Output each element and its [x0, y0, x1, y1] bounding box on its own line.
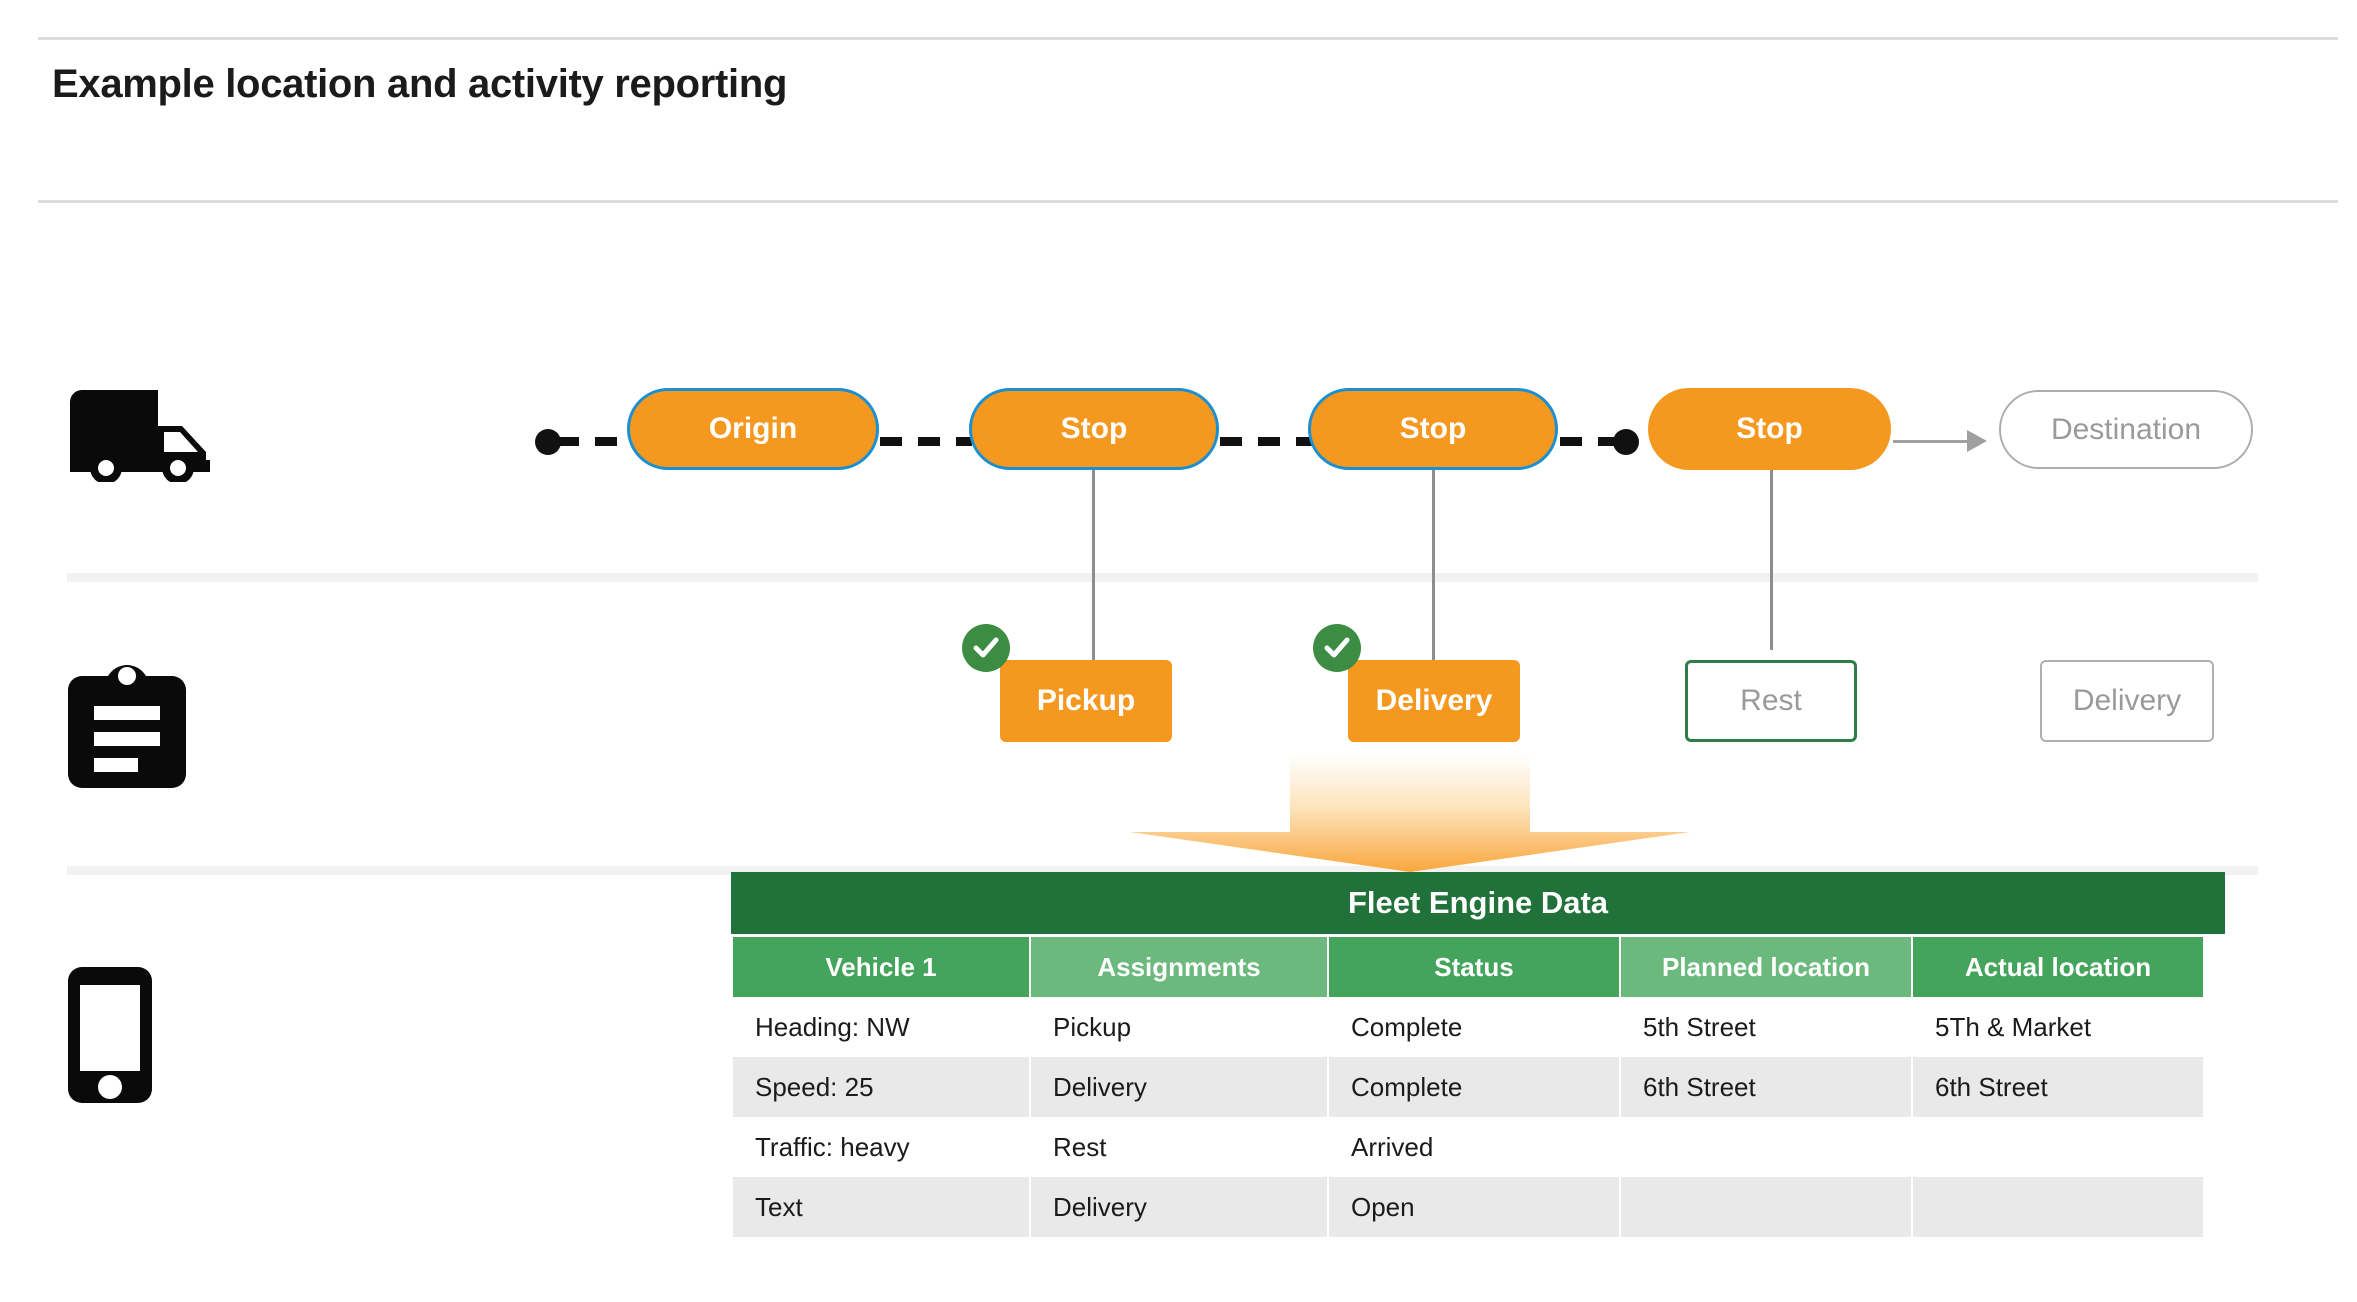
route-stop-label: Origin — [708, 412, 798, 445]
cell-assignment: Delivery — [1031, 1177, 1327, 1237]
cell-planned-location: 6th Street — [1621, 1057, 1911, 1117]
cell-vehicle: Heading: NW — [755, 1011, 910, 1042]
column-header-actual-location[interactable]: Actual location — [1913, 937, 2203, 997]
row-divider-activity-device — [67, 866, 2258, 875]
fleet-engine-data-table: Fleet Engine Data Vehicle 1 Assignments … — [731, 872, 2225, 1237]
activity-card-label: Pickup — [1036, 684, 1136, 717]
page-title: Example location and activity reporting — [52, 62, 788, 106]
activity-card-label: Delivery — [2072, 684, 2182, 717]
cell-vehicle: Traffic: heavy — [755, 1131, 910, 1162]
cell-assignment: Pickup — [1053, 1011, 1132, 1042]
cell-planned-location: 5th Street — [1643, 1011, 1756, 1042]
column-header-assignments[interactable]: Assignments — [1031, 937, 1327, 997]
table-row[interactable]: Speed: 25 Delivery Complete 6th Street 6… — [733, 1057, 2203, 1117]
cell-planned-location — [1621, 1177, 1911, 1237]
activity-card-pickup[interactable]: Pickup — [1000, 660, 1172, 742]
route-dash-segment — [557, 437, 631, 446]
truck-icon — [66, 390, 214, 487]
route-stop-1[interactable]: Stop — [969, 388, 1219, 470]
table-row[interactable]: Heading: NW Pickup Complete 5th Street 5… — [733, 997, 2203, 1057]
funnel-arrow-icon — [1130, 754, 1690, 872]
table-row[interactable]: Text Delivery Open — [733, 1177, 2203, 1237]
cell-actual-location: 5Th & Market — [1935, 1011, 2092, 1042]
connector-line — [1770, 470, 1773, 650]
route-stop-label: Stop — [1736, 412, 1803, 445]
route-stop-destination[interactable]: Destination — [1999, 390, 2253, 469]
table-header-row: Vehicle 1 Assignments Status Planned loc… — [733, 937, 2203, 997]
route-waypoint-dot — [1613, 429, 1639, 455]
route-dash-segment — [1560, 437, 1620, 446]
cell-assignment: Delivery — [1031, 1057, 1327, 1117]
route-stop-2[interactable]: Stop — [1308, 388, 1558, 470]
cell-planned-location — [1621, 1117, 1911, 1177]
check-circle-icon — [962, 624, 1010, 672]
cell-assignment: Rest — [1053, 1131, 1107, 1162]
activity-card-rest[interactable]: Rest — [1685, 660, 1857, 742]
cell-actual-location — [1913, 1117, 2203, 1177]
table-row[interactable]: Traffic: heavy Rest Arrived — [733, 1117, 2203, 1177]
route-dash-segment — [880, 437, 972, 446]
clipboard-icon — [66, 660, 188, 793]
route-stop-3[interactable]: Stop — [1648, 388, 1891, 470]
activity-card-label: Delivery — [1375, 684, 1493, 717]
cell-status: Complete — [1329, 1057, 1619, 1117]
activity-card-label: Rest — [1740, 684, 1802, 717]
cell-actual-location: 6th Street — [1913, 1057, 2203, 1117]
row-divider-vehicle-activity — [67, 573, 2258, 582]
cell-status: Arrived — [1351, 1131, 1434, 1162]
route-stop-label: Destination — [2050, 412, 2202, 446]
column-header-vehicle[interactable]: Vehicle 1 — [733, 937, 1029, 997]
connector-line — [1092, 470, 1095, 664]
route-arrow-line — [1893, 440, 1981, 443]
column-header-planned-location[interactable]: Planned location — [1621, 937, 1911, 997]
check-circle-icon — [1313, 624, 1361, 672]
mobile-phone-icon — [66, 965, 154, 1110]
cell-vehicle: Text — [733, 1177, 1029, 1237]
cell-status: Complete — [1351, 1011, 1463, 1042]
column-header-status[interactable]: Status — [1329, 937, 1619, 997]
cell-status: Open — [1329, 1177, 1619, 1237]
route-stop-origin[interactable]: Origin — [627, 388, 879, 470]
top-divider — [38, 37, 2338, 40]
table-title: Fleet Engine Data — [731, 872, 2225, 934]
route-start-dot — [535, 429, 561, 455]
activity-card-delivery[interactable]: Delivery — [1348, 660, 1520, 742]
route-dash-segment — [1220, 437, 1312, 446]
route-arrow-head — [1967, 430, 1987, 452]
activity-card-delivery-pending[interactable]: Delivery — [2040, 660, 2214, 742]
route-stop-label: Stop — [1060, 412, 1128, 445]
cell-actual-location — [1913, 1177, 2203, 1237]
route-stop-label: Stop — [1399, 412, 1467, 445]
cell-vehicle: Speed: 25 — [733, 1057, 1029, 1117]
connector-line — [1432, 470, 1435, 664]
title-divider — [38, 200, 2338, 203]
